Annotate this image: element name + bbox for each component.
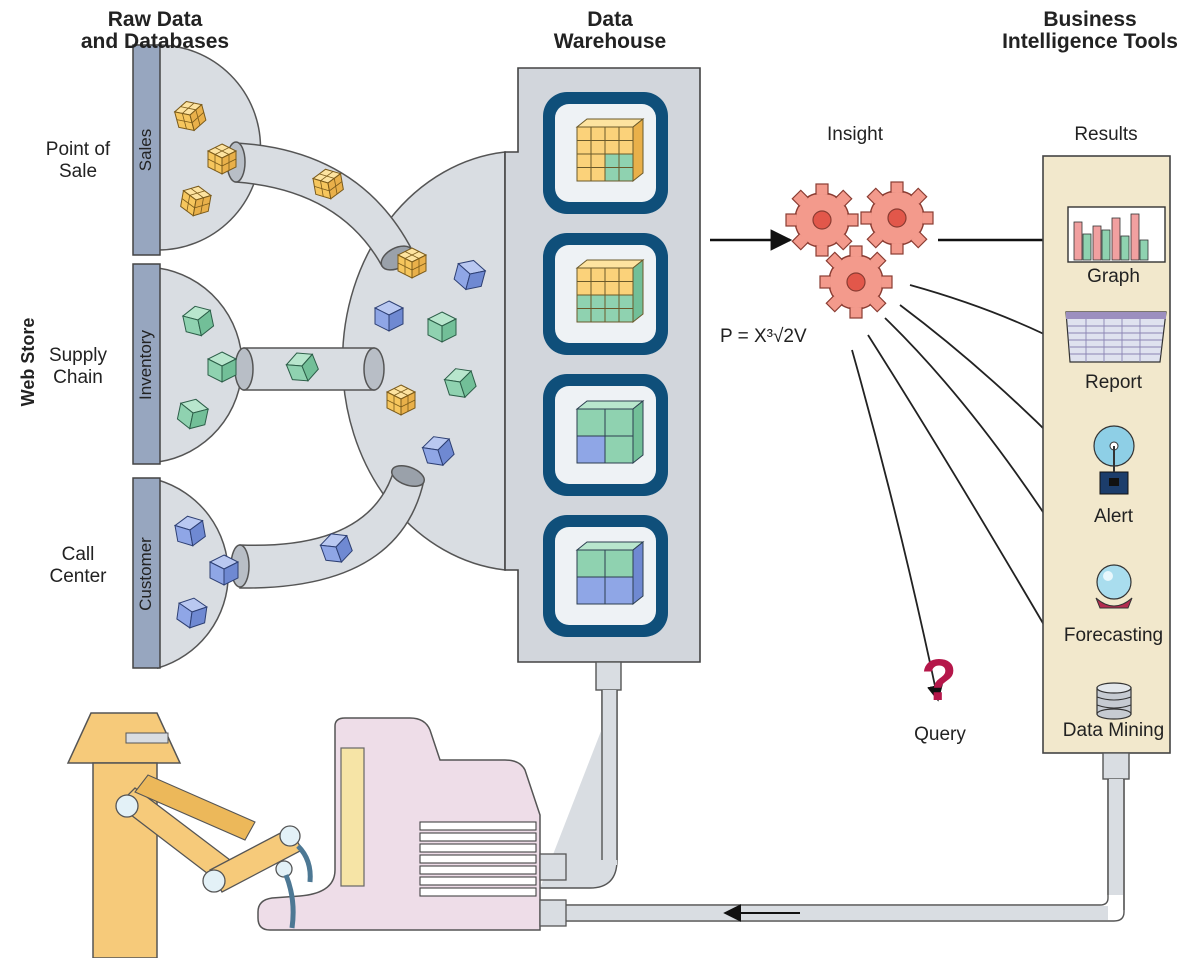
robot-operator [66, 712, 313, 959]
supply-chain-line1: Supply [48, 345, 108, 366]
query-icon: ? [921, 648, 956, 713]
source-bars [132, 44, 161, 669]
call-center-line1: Call [61, 544, 95, 565]
result-forecasting-label: Forecasting [1063, 625, 1164, 646]
customer-bar-label: Customer [136, 537, 155, 611]
result-graph-label: Graph [1087, 266, 1140, 287]
sales-bar-label: Sales [136, 128, 155, 172]
point-of-sale-label: Point of Sale [28, 139, 128, 183]
bi-tools-heading-line1: Business [1043, 8, 1137, 31]
result-data-mining-label: Data Mining [1062, 720, 1165, 741]
insight-label: Insight [827, 124, 883, 145]
insight-gears [785, 181, 934, 319]
result-report-label: Report [1084, 372, 1143, 393]
point-of-sale-line1: Point of [45, 139, 111, 160]
results-label: Results [1074, 124, 1138, 145]
alarm-bell-icon [1093, 425, 1135, 495]
raw-data-heading-line2: and Databases [80, 30, 230, 53]
call-center-line2: Center [49, 566, 107, 587]
call-center-label: Call Center [28, 544, 128, 588]
warehouse-cable [540, 661, 622, 889]
point-of-sale-line2: Sale [58, 161, 98, 182]
insight-formula: P = X³√2V [720, 326, 807, 347]
bi-tools-heading-line2: Intelligence Tools [1002, 30, 1178, 53]
supply-chain-label: Supply Chain [28, 345, 128, 389]
supply-chain-line2: Chain [53, 367, 103, 388]
database-icon [1096, 682, 1132, 720]
data-warehouse-heading-line2: Warehouse [553, 30, 667, 53]
computer-terminal [257, 717, 567, 931]
data-warehouse-heading: Data Warehouse [515, 9, 705, 53]
raw-data-heading: Raw Data and Databases [60, 9, 250, 53]
result-alert-label: Alert [1093, 506, 1134, 527]
data-warehouse [504, 67, 701, 663]
crystal-ball-icon [1095, 564, 1133, 609]
bar-chart-icon [1067, 206, 1166, 263]
spreadsheet-icon [1065, 311, 1167, 363]
bi-tools-heading: Business Intelligence Tools [995, 9, 1185, 53]
inventory-bar-label: Inventory [136, 330, 155, 400]
data-warehouse-heading-line1: Data [587, 8, 633, 31]
raw-data-heading-line1: Raw Data [107, 8, 203, 31]
query-label: Query [914, 724, 966, 745]
